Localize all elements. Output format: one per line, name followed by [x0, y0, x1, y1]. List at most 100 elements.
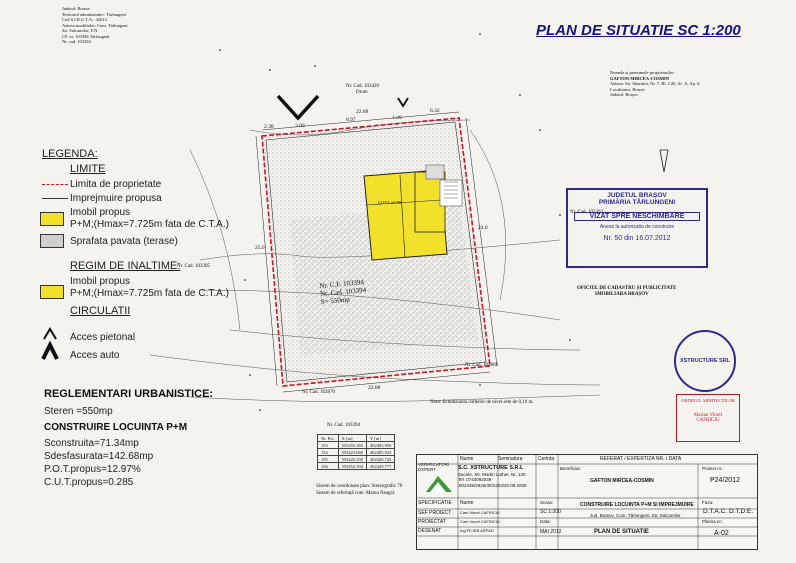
company-block: S.C. XSTRUCTURE S.R.L Sacele, Str. Marti… — [458, 465, 527, 488]
tb-data-label: Data: — [540, 519, 551, 524]
limit-line-swatch — [42, 184, 68, 185]
tb-col-nume: Nume — [460, 456, 474, 462]
fence-line-swatch — [42, 198, 68, 199]
legend-imobil-detail: P+M;(Hmax=7.725m fata de C.T.A.) — [70, 219, 229, 230]
tb-name-spec: Nume — [460, 500, 474, 506]
legend-title: LEGENDA: — [42, 148, 98, 160]
tb-role-proiectat: PROIECTAT — [418, 519, 446, 525]
tb-data: MAI 2012 — [540, 529, 562, 535]
property-limit — [261, 117, 491, 387]
coords-header: Nr. Pct. — [317, 434, 339, 442]
tb-locatie: Jud. Brasov, Com. Tărlungeni, Str. Salca… — [590, 513, 681, 518]
coords-header: X [m] — [337, 434, 368, 442]
tb-scara: SC 1:200 — [540, 509, 561, 515]
circulatii-title: CIRCULATII — [70, 305, 131, 317]
tb-proiect-label: Proiect nr.: — [702, 466, 724, 471]
cut: C.U.T.propus=0.285 — [44, 477, 134, 488]
auto-legend-icon — [41, 340, 59, 360]
legend-acces-pietonal: Acces pietonal — [70, 332, 136, 343]
tb-scara-label: Scara: — [540, 500, 554, 505]
constructie-title: CONSTRUIRE LOCUINTA P+M — [44, 422, 188, 433]
coords-header: Y [m] — [366, 434, 396, 442]
dim-8: 25.0 — [255, 245, 265, 251]
contour-note: Nota: Echidistanta curbelor de nivel est… — [430, 400, 534, 405]
cad-label-table: Nr. Cad. 103394 — [327, 423, 361, 428]
proposed-house — [363, 164, 463, 261]
regim-detail: P+M;(Hmax=7.725m fata de C.T.A.) — [70, 288, 229, 299]
tb-titlu-proiect: CONSTRUIRE LOCUINTA P+M SI IMPREJMUIRE — [580, 502, 694, 508]
s-construita: Sconstruita=71.34mp — [44, 438, 139, 449]
ocpi-stamp: OFICIUL DE CADASTRU ȘI PUBLICITATE IMOBI… — [577, 286, 677, 297]
parcel-info: Nr. C.F. 103394 Nr. Cad. 103394 S= 550mp — [319, 278, 367, 306]
tb-faza-label: Faza: — [702, 500, 714, 505]
s-teren: Steren =550mp — [44, 406, 113, 417]
tb-beneficiar-label: Beneficiar: — [560, 466, 582, 471]
dim-4: 22.88 — [356, 109, 369, 115]
top-left-info: Judetul: Brasov Teritoriul administrativ… — [62, 6, 128, 44]
tb-plansa-titlu: PLAN DE SITUATIE — [594, 529, 649, 535]
cad-label-west: Nr. Cad. 103395 — [177, 264, 211, 269]
page-title: PLAN DE SITUATIE SC 1:200 — [536, 22, 741, 39]
pavement-swatch — [40, 234, 64, 248]
tb-plansa-label: Plansa nr.: — [702, 519, 724, 524]
dim-9: 24.0 — [478, 225, 488, 231]
imobil-swatch — [40, 212, 64, 226]
tb-referat: REFERAT / EXPERTIZA NR. / DATA — [600, 456, 682, 462]
coord-system: Sistem de coordonate plan: Stereografic … — [316, 484, 403, 489]
regim-swatch — [40, 285, 64, 299]
cad-label-south: Nr. Cad. 102870 — [302, 390, 336, 395]
dim-5: 1.29 — [392, 115, 402, 121]
tb-role-sef: SEF PROIECT — [418, 510, 452, 516]
dim-3: 8.97 — [346, 117, 356, 123]
tb-col-cerinta: Cerinta — [538, 456, 555, 462]
tb-role-verificator: VERIFICATOR/ EXPERT — [418, 462, 450, 472]
tb-proiect-nr: P24/2012 — [710, 477, 740, 484]
pedestrian-legend-icon — [43, 327, 57, 340]
tb-col-semnatura: Semnatura — [498, 456, 523, 462]
owner-info: Numele și prenumele proprietarilor: GAFT… — [610, 70, 701, 97]
pot: P.O.T.propus=12.97% — [44, 464, 141, 475]
dim-1: 2.38 — [264, 124, 274, 130]
company-logo-icon — [426, 476, 452, 492]
title-block-grid — [416, 454, 758, 550]
legend-pavement: Sprafata pavata (terase) — [70, 236, 178, 247]
reglementari-title: REGLEMENTARI URBANISTICE: — [44, 388, 214, 400]
legend-limite-title: LIMITE — [70, 163, 106, 175]
dim-2: 3.00 — [295, 123, 305, 129]
s-desfasurata: Sdesfasurata=142.68mp — [44, 451, 154, 462]
ref-system: Sistem de referință cote: Marea Neagră — [316, 491, 395, 496]
primaria-stamp: JUDETUL BRAȘOV PRIMĂRIA TÂRLUNGENI VIZAT… — [566, 188, 708, 268]
legend-limit-property: Limita de proprietate — [70, 179, 162, 190]
proposed-fence — [265, 121, 487, 383]
tb-name-proiectat: Cam.Viorel CAFRICIU — [460, 519, 500, 524]
regim-item: Imobil propus — [70, 276, 131, 287]
tb-plansa-nr: A-02 — [714, 530, 729, 537]
pedestrian-access-icon — [397, 97, 409, 108]
title-block — [416, 454, 758, 550]
tb-name-sef: Cam.Viorel CAFRICIU — [460, 510, 500, 515]
legend-imobil: Imobil propus — [70, 207, 131, 218]
cad-label-southeast: Nr. Cad. 102869 — [465, 363, 499, 368]
architect-stamp: ORDINUL ARHITECȚILOR Marian Viorel CAFRI… — [676, 394, 740, 442]
legend-arrows — [41, 327, 59, 360]
tb-faza: D.T.A.C. D.T.D.E. — [703, 508, 754, 515]
auto-access-icon — [276, 94, 320, 121]
tb-role-specificatie: SPECIFICATIE — [418, 500, 452, 506]
house-label: COTA ±0.00 — [378, 200, 402, 205]
north-arrow-icon — [659, 149, 669, 173]
dim-6: 6.32 — [430, 108, 440, 114]
dim-7: 22.88 — [368, 385, 381, 391]
regim-title: REGIM DE INALTIME: — [70, 260, 181, 272]
tb-beneficiar: GAFTON MIRCEA-COSMIN — [590, 478, 654, 484]
tb-name-desenat: Ing.FEJER ARPAD — [460, 528, 494, 533]
tb-role-desenat: DESENAT — [418, 528, 442, 534]
company-stamp: XSTRUCTURE SRL — [674, 330, 736, 392]
